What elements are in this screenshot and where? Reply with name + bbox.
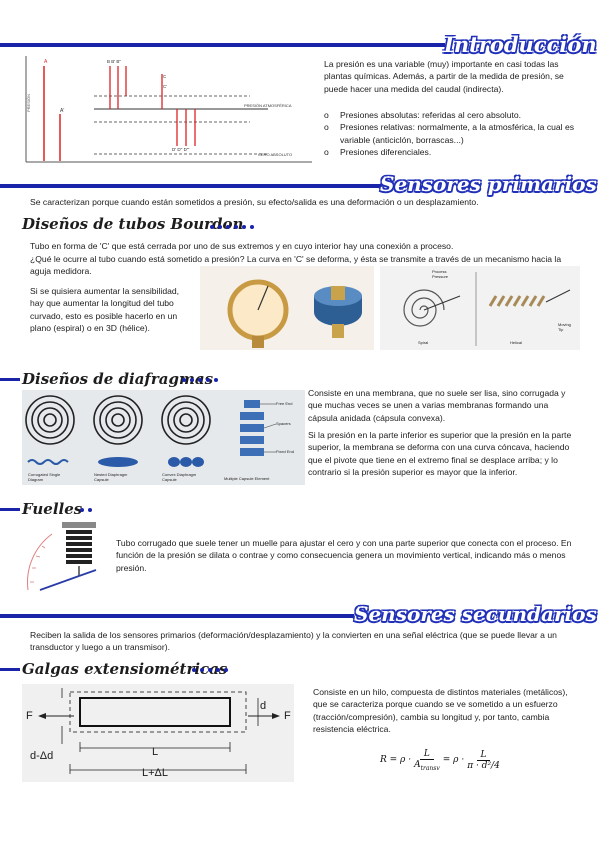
svg-text:D' D'' D''': D' D'' D''' (172, 147, 190, 152)
bourdon-note: Si se quisiera aumentar la sensibilidad,… (30, 286, 180, 334)
formula-fraction-2: L π · d²/4 (467, 750, 500, 771)
svg-text:PRESIÓN ATMOSFÉRICA: PRESIÓN ATMOSFÉRICA (244, 103, 292, 108)
diafragmas-title: Diseños de diafragmas (22, 370, 214, 388)
primarios-title-rule (0, 184, 382, 188)
bourdon-title: Diseños de tubos Bourdon (22, 215, 244, 233)
label-d-delta: d-Δd (30, 750, 54, 762)
fuelles-title: Fuelles (22, 500, 83, 518)
formula-den1: Atransv (414, 759, 440, 772)
formula-mid: = ρ · (442, 755, 465, 765)
intro-title: Introducción (444, 32, 597, 57)
label-nested: Nested Diaphragm Capsule (94, 472, 128, 482)
svg-text:C': C' (163, 84, 167, 89)
svg-text:PRESIÓN: PRESIÓN (26, 94, 31, 112)
label-multiple: Multiple Capsule Element (224, 476, 270, 481)
diafragmas-p1: Consiste en una membrana, que no suele s… (308, 388, 566, 423)
label-free-end: Free End (276, 401, 293, 406)
galgas-title: Galgas extensiométricas (22, 660, 228, 678)
label-fixed-end: Fixed End (276, 449, 295, 454)
secundarios-title: Sensores secundarios (354, 602, 597, 626)
fuelles-title-rule-left (0, 508, 20, 511)
diafragmas-title-dots (182, 378, 218, 382)
bellows-figure (22, 520, 100, 598)
label-process-pressure: Process Pressure (432, 269, 449, 279)
secundarios-text: Reciben la salida de los sensores primar… (30, 630, 557, 653)
fuelles-title-dots (80, 508, 92, 512)
label-helical: Helical (510, 340, 523, 345)
fuelles-text: Tubo corrugado que suele tener un muelle… (116, 538, 572, 573)
galgas-title-rule-left (0, 668, 20, 671)
galgas-text: Consiste en un hilo, compuesta de distin… (313, 687, 568, 735)
primarios-title: Sensores primarios (380, 172, 597, 196)
label-moving-tip: Moving Tip (558, 322, 571, 332)
svg-text:A: A (44, 59, 48, 65)
formula-num2: L (476, 750, 491, 761)
bourdon-spiral-helical-figure: Process Pressure Spiral Helical Moving T… (380, 266, 580, 350)
label-spacers: Spacers (276, 421, 291, 426)
label-force-right: F (284, 710, 291, 722)
pressure-levels-figure: A A' PRESIÓN PRESIÓN ATMOSFÉRICA CERO AB… (25, 56, 312, 163)
formula-den2: π · d²/4 (467, 760, 500, 771)
bourdon-c-tube-figure (200, 266, 374, 350)
diaphragm-figure: Corrugated Single Diagram Nested Diaphra… (22, 390, 305, 485)
label-force-left: F (26, 710, 33, 722)
label-d: d (260, 700, 267, 712)
galgas-title-dots (192, 668, 228, 672)
svg-text:A': A' (60, 108, 64, 114)
svg-text:CERO ABSOLUTO: CERO ABSOLUTO (258, 152, 292, 157)
secundarios-title-rule (0, 614, 354, 618)
label-single: Corrugated Single Diagram (28, 472, 61, 482)
label-L: L (152, 746, 159, 758)
diafragmas-title-rule-left (0, 378, 20, 381)
bourdon-line2: ¿Qué le ocurre al tubo cuando está somet… (30, 254, 562, 277)
formula-lhs: R = ρ · (380, 755, 412, 765)
diafragmas-p2: Si la presión en la parte inferior es su… (308, 430, 572, 478)
svg-text:B B' B'': B B' B'' (107, 59, 121, 64)
formula-num1: L (419, 749, 434, 760)
bourdon-title-dots (210, 225, 254, 229)
resistance-formula: R = ρ · L Atransv = ρ · L π · d²/4 (380, 740, 580, 780)
svg-text:C: C (163, 74, 167, 79)
label-spiral: Spiral (418, 340, 429, 345)
primarios-text: Se caracterizan porque cuando están some… (30, 197, 479, 207)
label-L-delta: L+ΔL (142, 767, 169, 779)
formula-fraction-1: L Atransv (414, 749, 440, 772)
bourdon-line1: Tubo en forma de 'C' que está cerrada po… (30, 241, 454, 251)
intro-title-rule (0, 43, 445, 47)
strain-gauge-figure: F F d d-Δd L L+ΔL (22, 684, 294, 782)
intro-paragraph: La presión es una variable (muy) importa… (324, 59, 564, 94)
label-convex: Convex Diaphragm Capsule (162, 472, 197, 482)
